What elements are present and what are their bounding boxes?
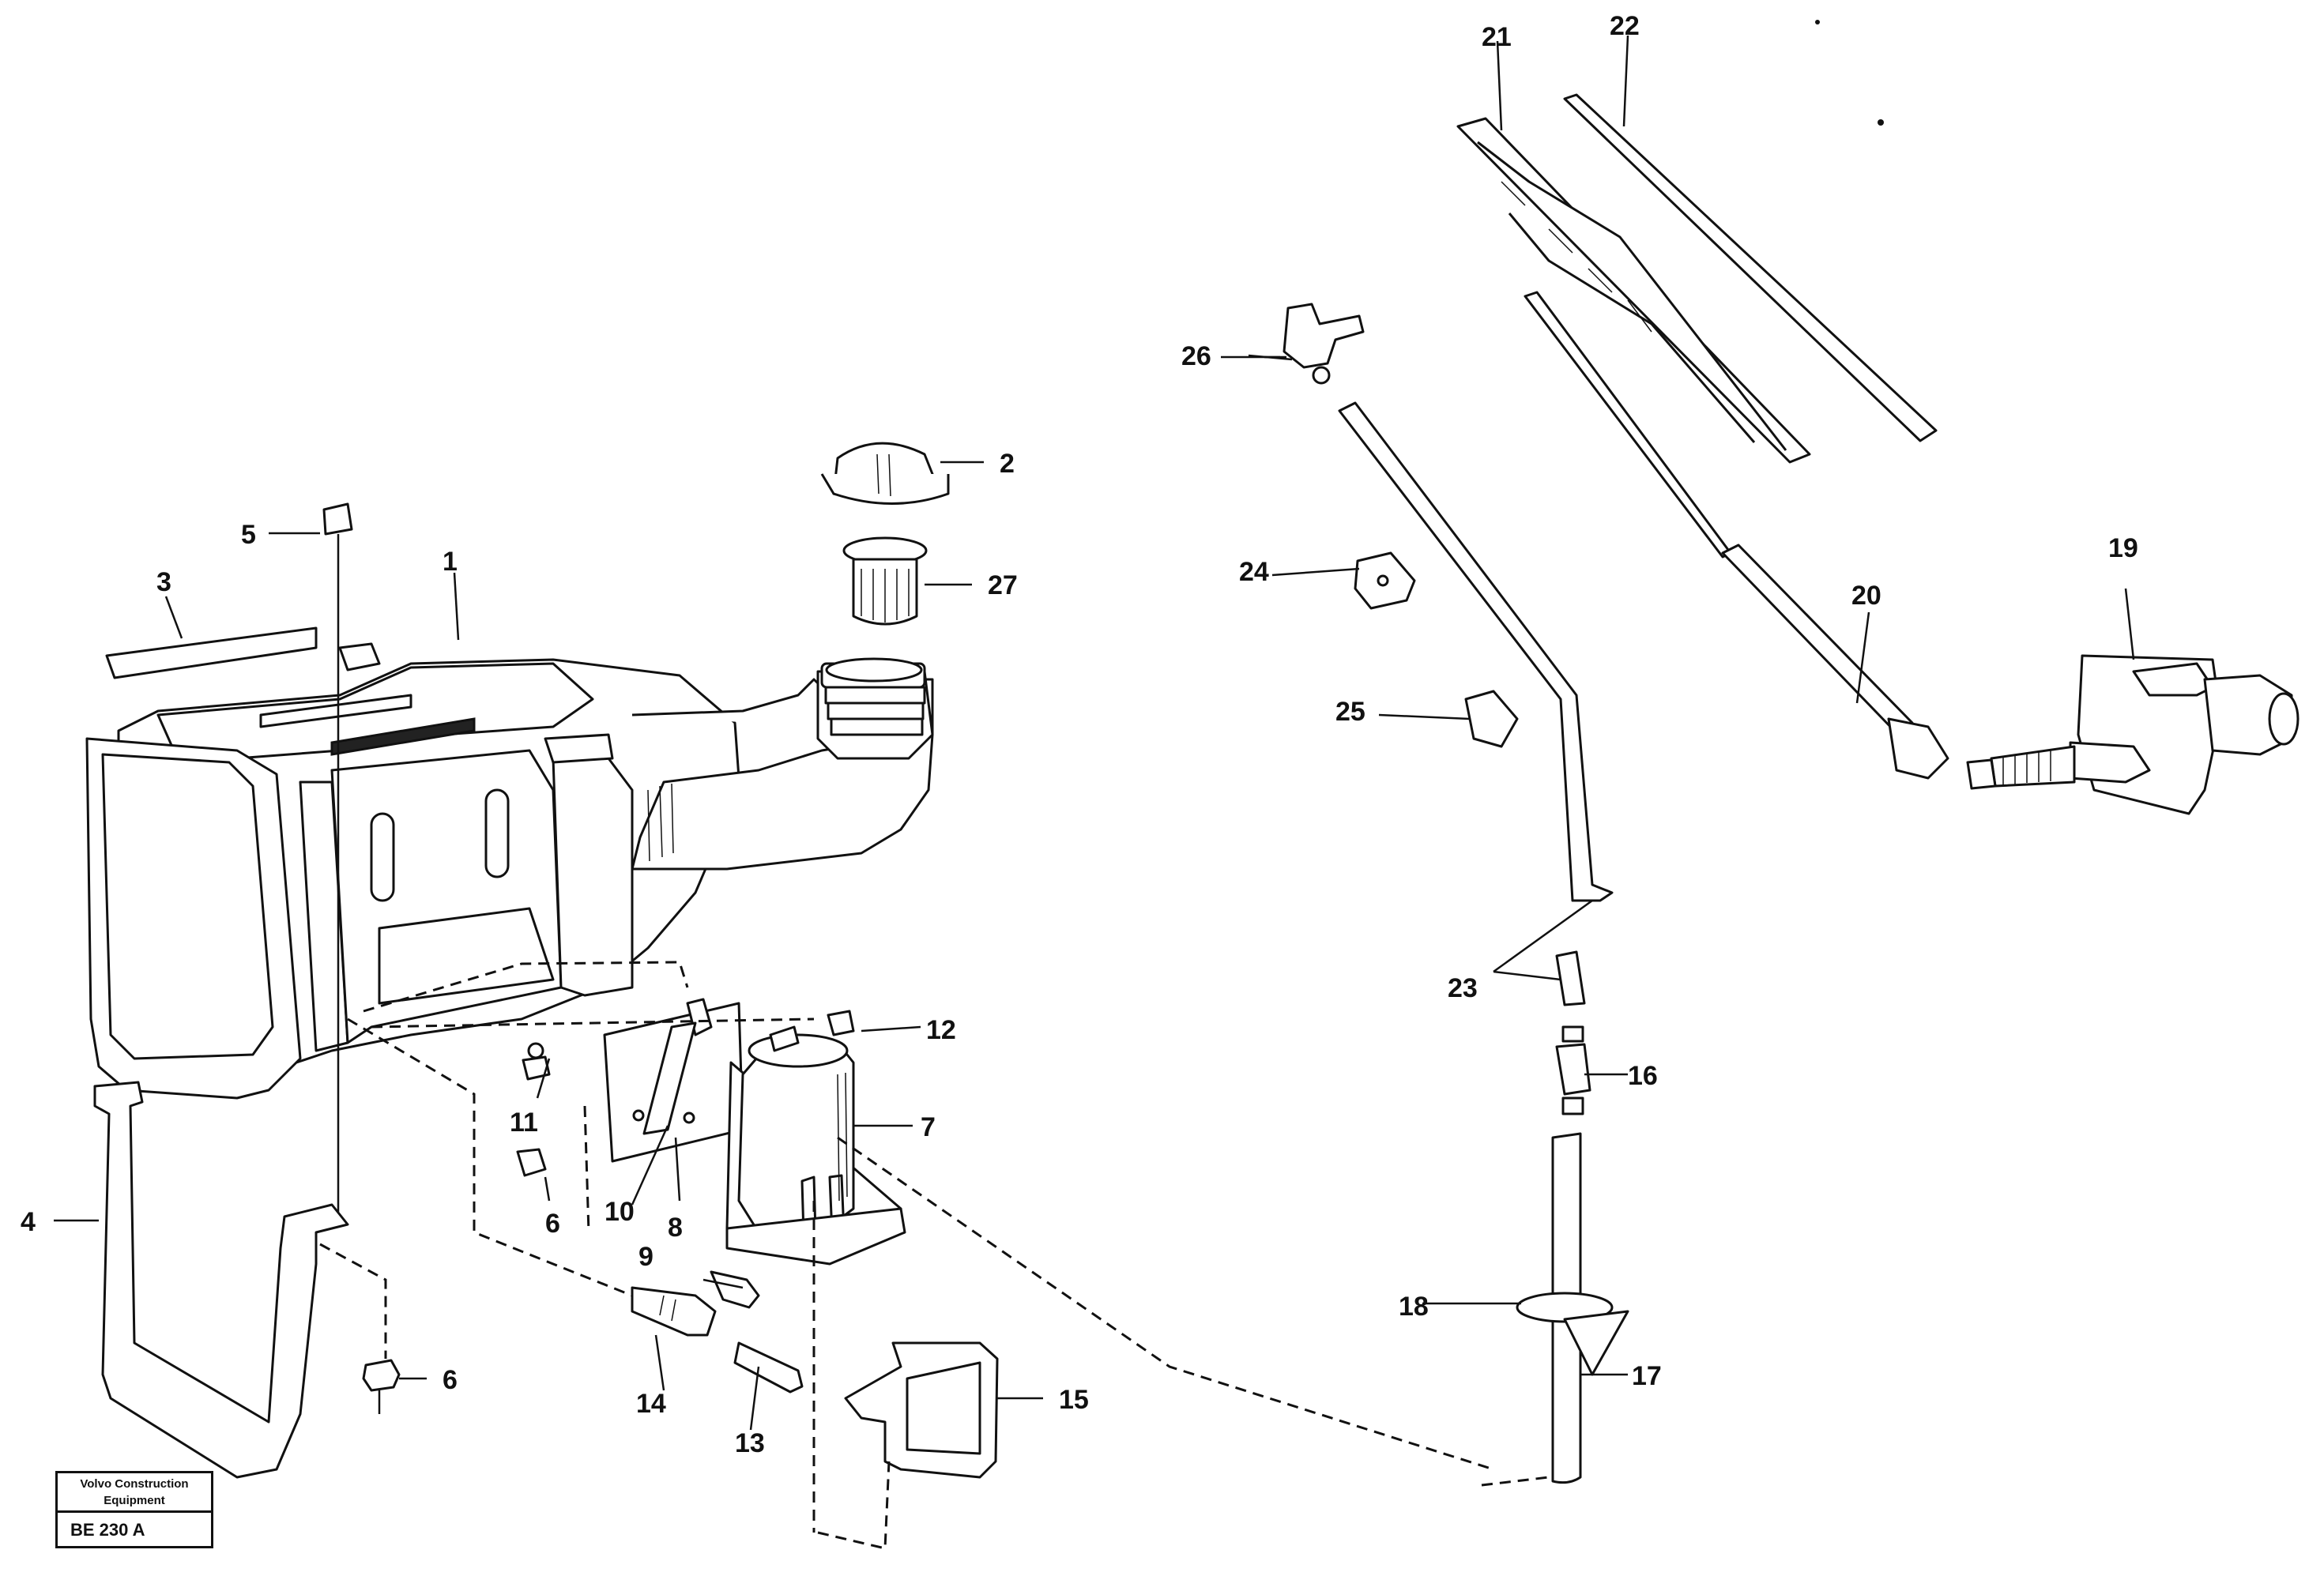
- callout-1: 1: [443, 547, 458, 577]
- pump-bracket: [603, 998, 744, 1163]
- mounting-strap: [93, 1081, 349, 1479]
- callout-26: 26: [1181, 341, 1211, 371]
- callout-2: 2: [1000, 449, 1015, 479]
- callout-11: 11: [510, 1108, 538, 1138]
- callout-6-lower: 6: [443, 1365, 458, 1395]
- title-block: Volvo Construction Equipment BE 230 A: [55, 1471, 213, 1548]
- callout-17: 17: [1632, 1361, 1662, 1391]
- wiper-blade: [1456, 117, 1811, 464]
- jet-holder: [1283, 303, 1365, 385]
- routing-lines: [319, 961, 1550, 1550]
- callout-8: 8: [668, 1213, 683, 1243]
- filler-cap: [820, 442, 950, 505]
- cable-tie: [1516, 1292, 1629, 1376]
- callout-18: 18: [1399, 1292, 1429, 1322]
- callout-25: 25: [1335, 697, 1365, 727]
- filler-strainer: [842, 536, 928, 626]
- strap-nut: [362, 1359, 401, 1414]
- callout-9: 9: [638, 1242, 654, 1272]
- drawing-code: BE 230 A: [70, 1520, 145, 1540]
- leader-lines: [54, 35, 2135, 1431]
- callout-14: 14: [636, 1389, 666, 1419]
- washer-reservoir: [85, 642, 934, 1100]
- callout-15: 15: [1059, 1385, 1089, 1415]
- callout-27: 27: [988, 570, 1018, 600]
- label-pad: [105, 626, 318, 679]
- pump-nut: [516, 1148, 547, 1177]
- cable-clamp: [1464, 690, 1519, 748]
- callout-5: 5: [241, 520, 256, 550]
- callout-22: 22: [1610, 11, 1640, 41]
- wiper-rubber: [1563, 93, 1938, 442]
- company-name: Volvo Construction Equipment: [58, 1473, 211, 1513]
- callout-23: 23: [1448, 973, 1478, 1003]
- callout-6-upper: 6: [545, 1209, 560, 1239]
- callout-12: 12: [926, 1015, 956, 1045]
- callout-24: 24: [1239, 557, 1269, 587]
- outlet-nipple: [631, 1286, 717, 1337]
- hose-plug: [827, 1010, 855, 1036]
- company-line-1: Volvo Construction: [80, 1477, 189, 1491]
- spray-tube: [1338, 401, 1614, 1006]
- wiper-arm: [1524, 291, 1949, 780]
- washer-pump: [725, 1025, 906, 1266]
- callout-labels: 1 2 3 4 5 6 6 7 8 9 10 11 12 13 14 15 16…: [21, 11, 2138, 1458]
- check-valve: [1555, 1025, 1591, 1115]
- callout-19: 19: [2108, 533, 2138, 563]
- callout-10: 10: [605, 1197, 635, 1227]
- callout-4: 4: [21, 1207, 36, 1237]
- company-line-2: Equipment: [104, 1494, 165, 1507]
- wiper-motor: [1966, 654, 2300, 815]
- callout-13: 13: [735, 1428, 765, 1458]
- callout-16: 16: [1628, 1061, 1658, 1091]
- washer-hose: [844, 1341, 999, 1479]
- callout-20: 20: [1851, 581, 1881, 611]
- callout-3: 3: [156, 567, 171, 597]
- grommet: [522, 1042, 551, 1081]
- hose-connector: [733, 1341, 804, 1394]
- hose-clip: [1354, 551, 1416, 610]
- callout-7: 7: [921, 1112, 936, 1142]
- callout-21: 21: [1482, 22, 1512, 52]
- mounting-bolt: [322, 502, 353, 1213]
- pump-screw: [710, 1270, 760, 1309]
